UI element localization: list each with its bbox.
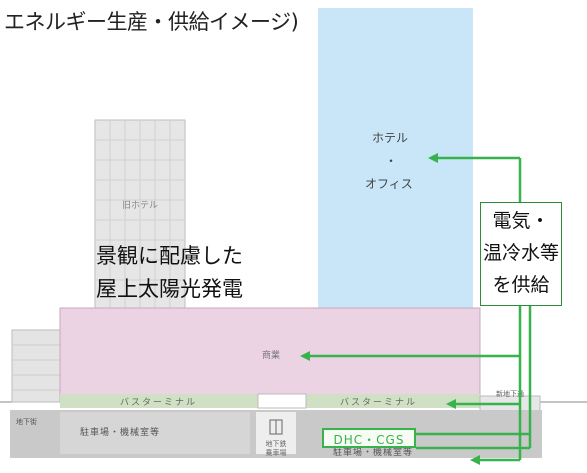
subway-label-1: 地下鉄: [266, 439, 287, 448]
old-tower-label: 旧ホテル: [122, 200, 158, 211]
bus-terminal-opening: [257, 393, 307, 409]
parking-right-label: 駐車場・機械室等: [333, 446, 413, 458]
supply-arrowheads: [300, 153, 480, 465]
tower-label-dot: ・: [385, 154, 397, 168]
page-title: エネルギー生産・供給イメージ): [4, 10, 299, 34]
tower-label-office: オフィス: [365, 177, 413, 191]
bus-terminal-right-label: バスターミナル: [340, 397, 417, 408]
solar-line-2: 屋上太陽光発電: [96, 277, 243, 301]
left-low-building-grid: [12, 344, 60, 391]
supply-line-3: を供給: [492, 274, 550, 296]
bus-terminal-left-label: バスターミナル: [120, 397, 197, 408]
basement-parking-left: [60, 412, 250, 454]
underground-left-label: 地下街: [16, 417, 37, 426]
subway-label-2: 乗車場: [266, 448, 287, 457]
supply-line-2: 温冷水等: [482, 242, 559, 264]
supply-box: 電気・ 温冷水等 を供給: [480, 202, 562, 306]
solar-line-1: 景観に配慮した: [96, 244, 243, 268]
tower-label-hotel: ホテル: [372, 131, 408, 145]
commercial-label: 商業: [262, 349, 280, 361]
tunnel-label: 新地下通: [496, 389, 524, 398]
parking-left-label: 駐車場・機械室等: [80, 426, 160, 438]
supply-lines: [308, 156, 532, 462]
supply-line-1: 電気・: [492, 210, 550, 232]
rooftop-solar-callout: 景観に配慮した 屋上太陽光発電: [96, 240, 243, 306]
dhc-cgs-label: DHC・CGS: [322, 428, 416, 448]
left-low-building: [11, 329, 61, 403]
